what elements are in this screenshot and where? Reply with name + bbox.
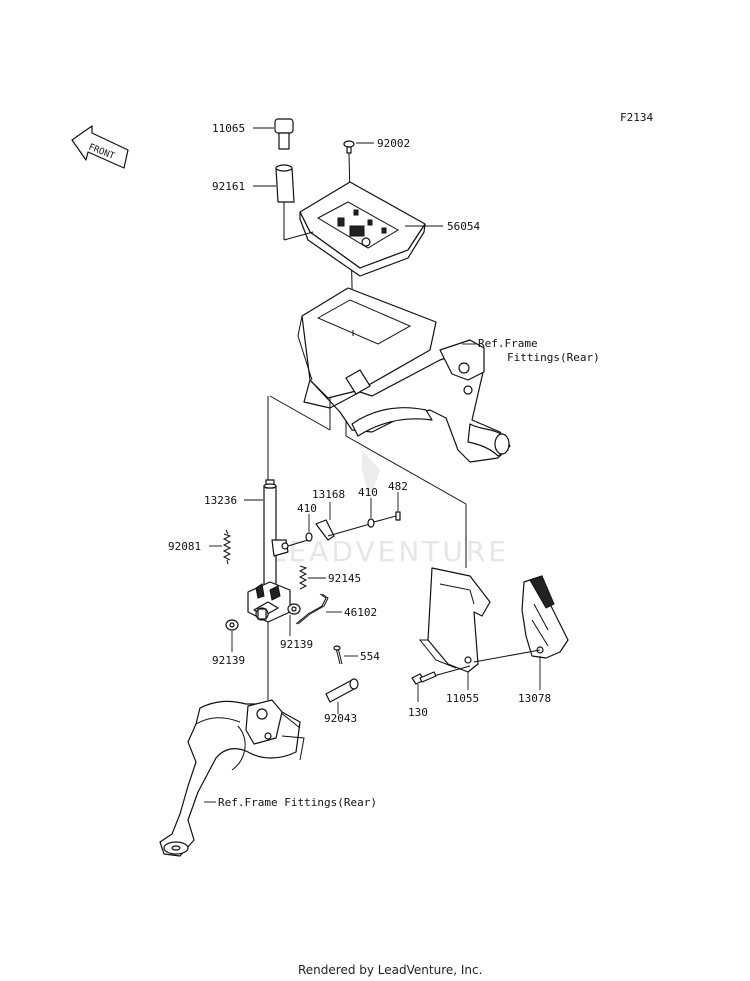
part-13236-lever-shaft xyxy=(263,479,277,587)
callout-56054: 56054 xyxy=(447,220,480,233)
part-130-bolt xyxy=(411,671,437,685)
frame-tube-lower xyxy=(159,699,305,857)
callout-13078: 13078 xyxy=(518,692,551,705)
callout-410-right: 410 xyxy=(358,486,378,499)
watermark-text: LEADVENTURE xyxy=(270,535,509,568)
callout-92081: 92081 xyxy=(168,540,201,553)
watermark-logo xyxy=(362,450,380,500)
footer-credit: Rendered by LeadVenture, Inc. xyxy=(298,963,482,977)
callout-92002: 92002 xyxy=(377,137,410,150)
part-92081-spring xyxy=(222,529,232,565)
callout-ref-frame-lower: Ref.Frame Fittings(Rear) xyxy=(218,796,377,809)
part-482-clip xyxy=(395,511,401,521)
part-13078-guide-plate xyxy=(521,575,569,659)
callout-92161: 92161 xyxy=(212,180,245,193)
part-92139-collar-mid xyxy=(255,607,269,621)
figure-code: F2134 xyxy=(620,111,653,124)
part-92139-collar-right xyxy=(287,603,301,615)
front-arrow-icon: FRONT xyxy=(71,125,129,169)
part-554-cotter-pin xyxy=(333,645,343,665)
part-410-washer-left xyxy=(305,532,313,542)
part-11065-bolt xyxy=(274,118,294,150)
callout-410-left: 410 xyxy=(297,502,317,515)
part-56054-gate-plate xyxy=(299,181,426,277)
callout-ref-frame-upper-line2: Fittings(Rear) xyxy=(507,351,600,364)
part-92145-spring xyxy=(298,565,308,590)
part-13168-link xyxy=(315,519,371,541)
part-detent-arm xyxy=(271,539,289,557)
callout-92139-right: 92139 xyxy=(280,638,313,651)
part-11055-bracket xyxy=(418,567,491,673)
part-lever-housing xyxy=(247,581,291,623)
callout-ref-frame-upper-line1: Ref.Frame xyxy=(478,337,538,350)
part-92043-pin xyxy=(325,678,359,703)
part-46102-rod xyxy=(295,593,329,625)
callout-92145: 92145 xyxy=(328,572,361,585)
callout-554: 554 xyxy=(360,650,380,663)
callout-92139-left: 92139 xyxy=(212,654,245,667)
callout-482: 482 xyxy=(388,480,408,493)
callout-13236: 13236 xyxy=(204,494,237,507)
callout-46102: 46102 xyxy=(344,606,377,619)
part-92161-grip xyxy=(275,164,295,203)
part-92139-collar-left xyxy=(225,619,239,631)
callout-11065: 11065 xyxy=(212,122,245,135)
callout-11055: 11055 xyxy=(446,692,479,705)
callout-130: 130 xyxy=(408,706,428,719)
part-410-washer-right xyxy=(367,518,375,528)
part-92002-screw xyxy=(343,140,355,154)
callout-92043: 92043 xyxy=(324,712,357,725)
callout-13168: 13168 xyxy=(312,488,345,501)
frame-bracket-upper xyxy=(297,287,511,463)
